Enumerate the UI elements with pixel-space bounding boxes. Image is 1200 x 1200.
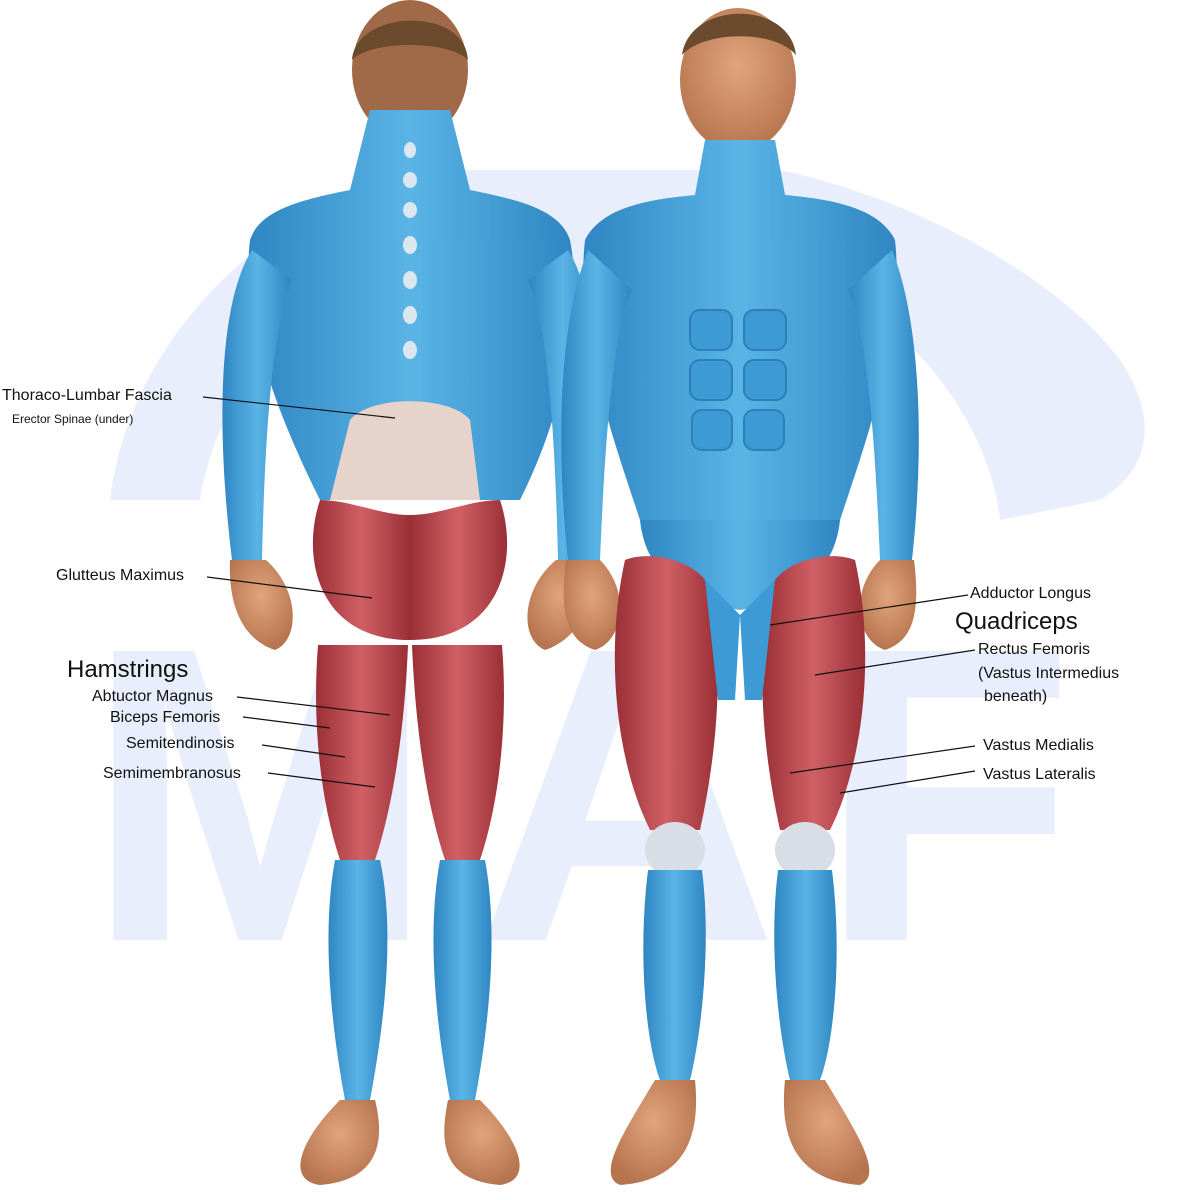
label-thoraco-lumbar-fascia: Thoraco-Lumbar Fascia bbox=[2, 387, 172, 404]
heading-hamstrings: Hamstrings bbox=[67, 656, 189, 683]
label-abtuctor-magnus: Abtuctor Magnus bbox=[92, 688, 213, 705]
leader-rectus bbox=[814, 649, 976, 676]
leader-adductor bbox=[769, 594, 969, 626]
label-beneath: beneath) bbox=[984, 688, 1048, 705]
leader-vastus-medialis bbox=[789, 745, 976, 774]
label-adductor-longus: Adductor Longus bbox=[970, 585, 1091, 602]
leader-lines bbox=[202, 396, 976, 794]
label-semimembranosus: Semimembranosus bbox=[103, 765, 241, 782]
label-biceps-femoris: Biceps Femoris bbox=[110, 709, 221, 726]
leader-semitendinosis bbox=[261, 744, 346, 758]
leader-vastus-lateralis bbox=[839, 770, 976, 794]
label-vastus-medialis: Vastus Medialis bbox=[983, 737, 1094, 754]
label-erector-spinae: Erector Spinae (under) bbox=[12, 412, 134, 426]
leader-biceps bbox=[242, 716, 331, 729]
label-vastus-lateralis: Vastus Lateralis bbox=[983, 766, 1096, 783]
heading-quadriceps: Quadriceps bbox=[955, 608, 1078, 635]
leader-semimembranosus bbox=[267, 772, 376, 788]
label-rectus-femoris: Rectus Femoris bbox=[978, 641, 1091, 658]
label-vastus-intermedius: (Vastus Intermedius bbox=[978, 665, 1120, 682]
leader-thoraco-lumbar bbox=[202, 396, 396, 419]
front-figure bbox=[561, 8, 919, 1185]
label-semitendinosis: Semitendinosis bbox=[126, 735, 235, 752]
label-glutteus-maximus: Glutteus Maximus bbox=[56, 567, 185, 584]
leader-glutteus bbox=[206, 576, 373, 599]
leader-abtuctor bbox=[236, 696, 391, 716]
